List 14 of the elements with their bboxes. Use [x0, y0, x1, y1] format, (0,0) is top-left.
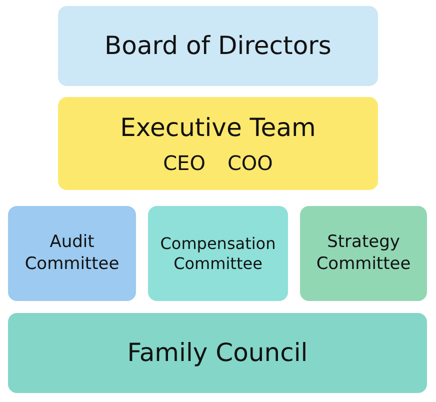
committee-panel [8, 206, 136, 301]
node-title: Strategy Committee [315, 232, 412, 275]
node-title: Compensation Committee [159, 234, 277, 274]
node-title: Executive Team [120, 112, 316, 144]
node-title: Board of Directors [104, 30, 332, 62]
board-panel [58, 6, 378, 86]
committee-panel [300, 206, 427, 301]
node-title: Family Council [127, 337, 308, 369]
team-panel [58, 97, 378, 190]
committee-panel [148, 206, 288, 301]
role-label: COO [227, 151, 273, 176]
council-panel [8, 313, 427, 393]
role-label: CEO [163, 151, 206, 176]
node-title: Audit Committee [24, 232, 120, 275]
